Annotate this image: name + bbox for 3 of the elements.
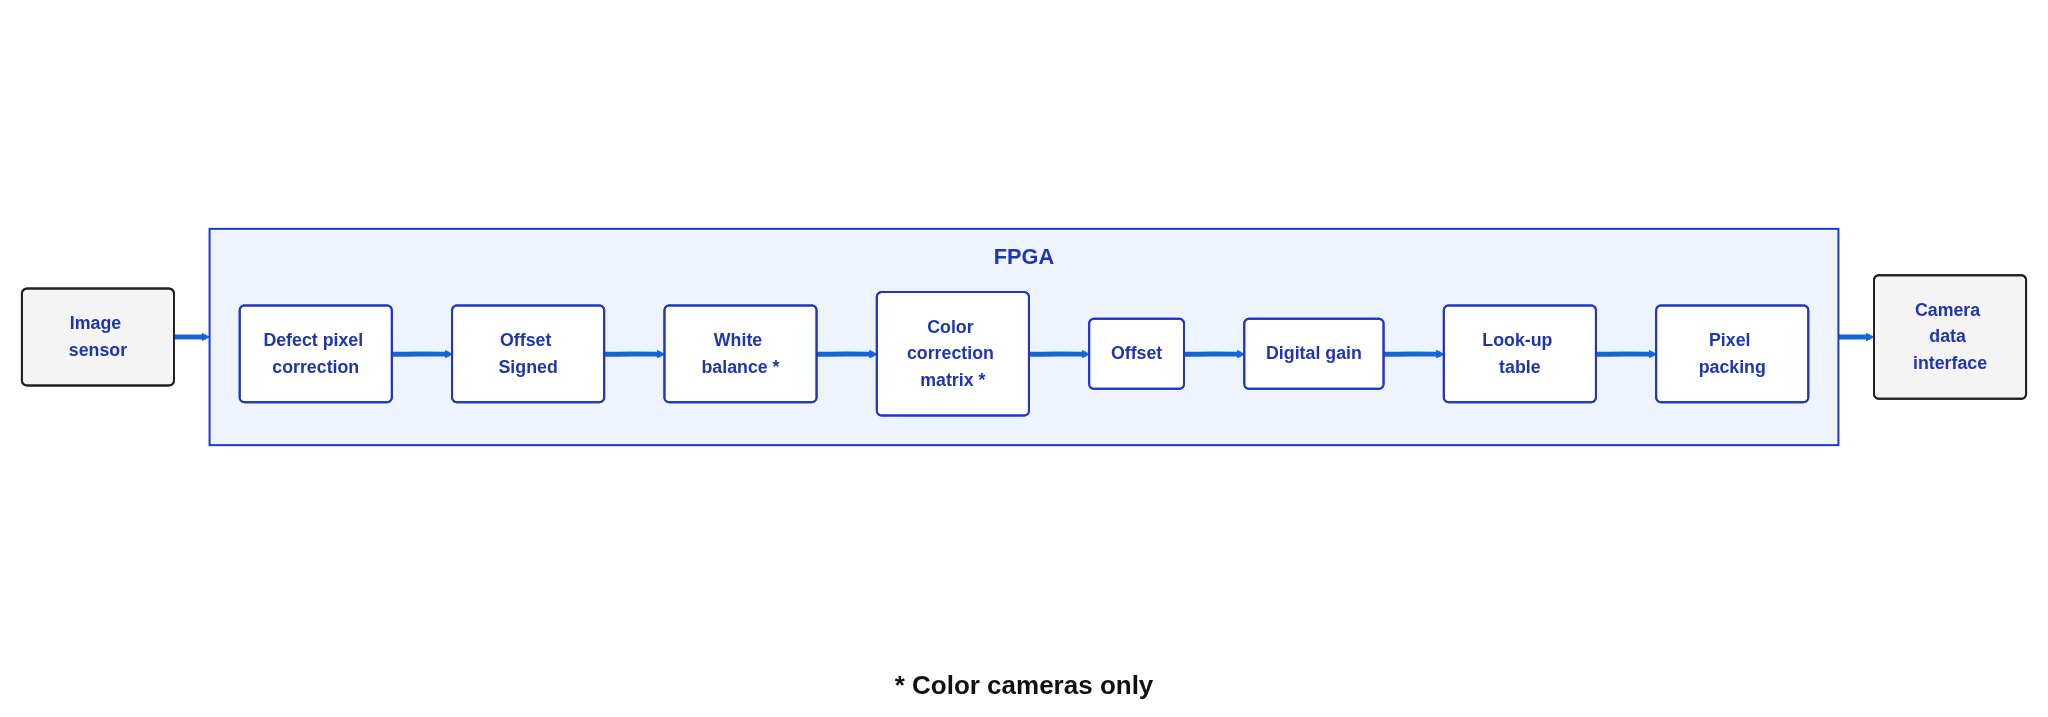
arrow	[392, 349, 453, 359]
arrow	[174, 332, 210, 342]
footnote: * Color cameras only	[894, 670, 1154, 701]
